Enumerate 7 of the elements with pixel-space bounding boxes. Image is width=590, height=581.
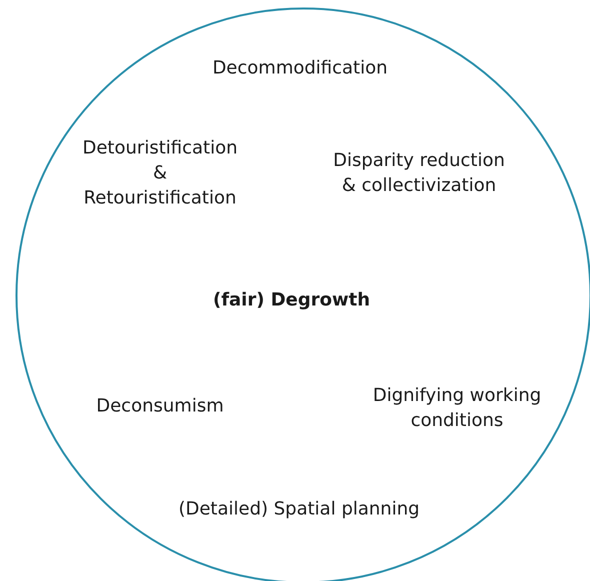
theme-label: Deconsumism	[95, 394, 225, 418]
theme-label: Dignifying working conditions	[372, 384, 542, 433]
theme-label: Disparity reduction & collectivization	[332, 149, 506, 198]
center-heading: (fair) Degrowth	[212, 289, 370, 310]
theme-label: Detouristification & Retouristification	[82, 136, 238, 210]
theme-label: (Detailed) Spatial planning	[177, 498, 421, 522]
theme-label: Decommodification	[211, 56, 389, 80]
